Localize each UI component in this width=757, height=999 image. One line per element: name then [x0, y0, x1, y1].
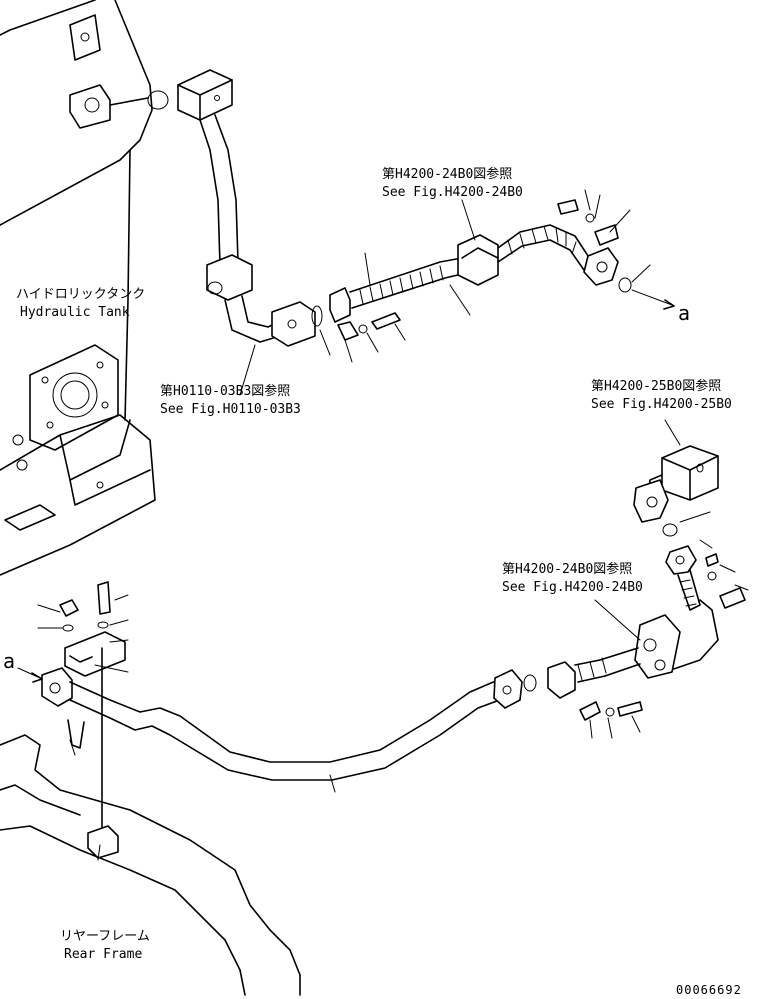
- ref-h4200-24b0-top-en: See Fig.H4200-24B0: [382, 185, 523, 200]
- hydraulic-tank-label-jp: ハイドロリックタンク: [16, 287, 145, 302]
- rear-frame-label-jp: リヤーフレーム: [60, 929, 150, 944]
- ref-h4200-25b0-jp: 第H4200-25B0図参照: [591, 378, 721, 394]
- document-number: 00066692: [676, 983, 742, 997]
- ref-h4200-24b0-bottom-jp: 第H4200-24B0図参照: [502, 561, 632, 577]
- hydraulic-tank-label-en: Hydraulic Tank: [20, 305, 130, 320]
- ref-h0110-03b3-en: See Fig.H0110-03B3: [160, 402, 301, 417]
- connector-a-right: a: [678, 301, 690, 325]
- lower-left-clamp: [59, 581, 126, 859]
- ref-h4200-25b0-en: See Fig.H4200-25B0: [591, 397, 732, 412]
- upper-hose-assembly: [311, 199, 632, 341]
- ref-h0110-03b3-jp: 第H0110-03B3図参照: [160, 383, 290, 399]
- rear-frame-label-en: Rear Frame: [64, 947, 142, 962]
- hydraulic-tank: [0, 0, 156, 576]
- leader-h0110: [239, 344, 256, 396]
- right-hose-assembly: [523, 545, 746, 721]
- rear-frame: [0, 734, 301, 996]
- lower-long-pipe: [41, 667, 523, 793]
- arrow-to-a: [631, 289, 673, 306]
- connector-a-left: a: [3, 649, 15, 673]
- ref-h4200-24b0-top-jp: 第H4200-24B0図参照: [382, 166, 512, 182]
- right-valve-block: [633, 445, 719, 537]
- tank-outlet-pipe: [147, 69, 316, 347]
- ref-h4200-24b0-bottom-en: See Fig.H4200-24B0: [502, 580, 643, 595]
